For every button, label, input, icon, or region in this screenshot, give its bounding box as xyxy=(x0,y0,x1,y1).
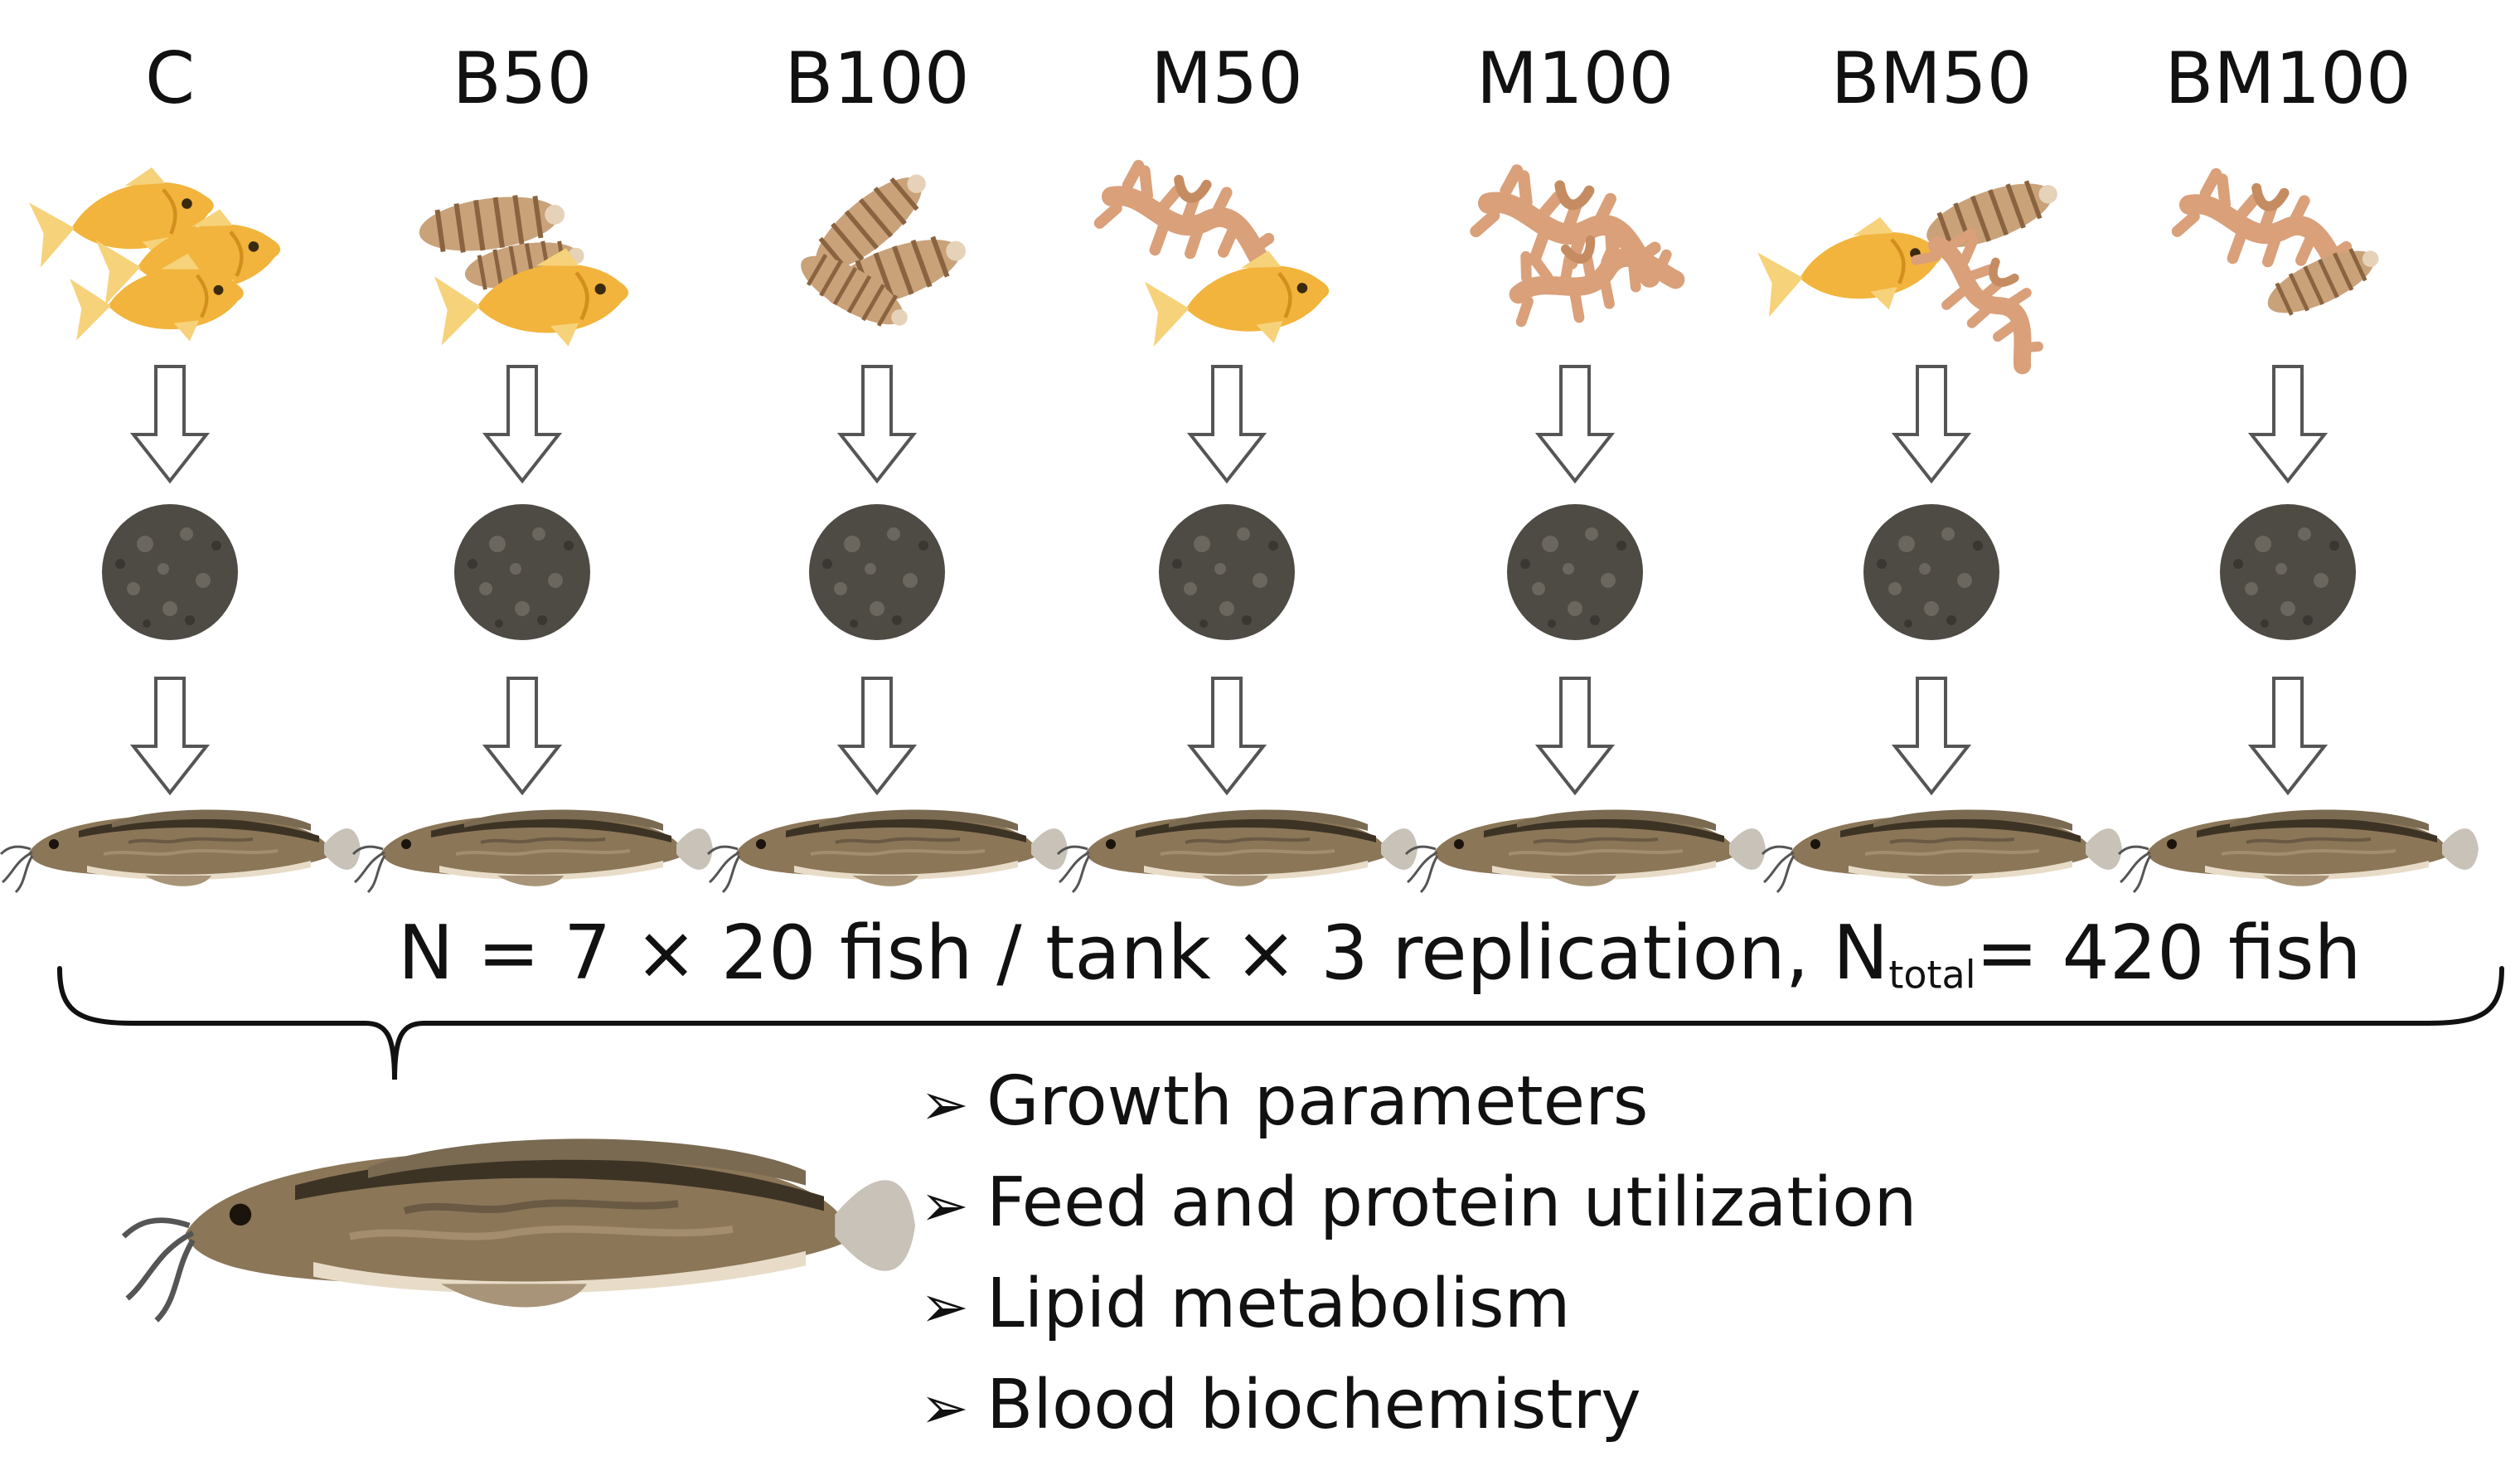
analysis-list: ➢Growth parameters ➢Feed and protein uti… xyxy=(920,1051,1917,1456)
group-label: B100 xyxy=(784,37,970,120)
feed-pellet-icon xyxy=(1863,504,1999,640)
mealworm-ingredient-icon xyxy=(1097,161,1277,269)
feed-pellet-icon xyxy=(809,504,945,640)
formula-suffix: = 420 fish xyxy=(1975,910,2362,997)
arrowhead-bullet-icon: ➢ xyxy=(920,1374,969,1442)
feed-pellet-icon xyxy=(2220,504,2356,640)
group-label: B50 xyxy=(452,37,593,120)
catfish-icon xyxy=(2117,808,2480,894)
fish-ingredient-icon xyxy=(1755,208,1950,331)
arrowhead-bullet-icon: ➢ xyxy=(920,1273,969,1341)
analysis-item-text: Feed and protein utilization xyxy=(986,1163,1917,1242)
analysis-item: ➢Feed and protein utilization xyxy=(920,1153,1917,1254)
down-arrow-icon xyxy=(1189,677,1265,794)
formula-prefix: N = 7 × 20 fish / tank × 3 replication, … xyxy=(398,910,1889,997)
catfish-icon xyxy=(0,808,362,894)
catfish-icon xyxy=(706,808,1069,894)
group-label: M100 xyxy=(1476,37,1674,120)
sample-size-formula: N = 7 × 20 fish / tank × 3 replication, … xyxy=(398,904,2362,1025)
group-label: BM100 xyxy=(2164,37,2411,120)
catfish-row xyxy=(0,808,2480,894)
analysis-item: ➢Blood biochemistry xyxy=(920,1355,1917,1456)
analysis-item: ➢Lipid metabolism xyxy=(920,1254,1917,1355)
arrowhead-bullet-icon: ➢ xyxy=(920,1172,969,1240)
down-arrow-icon xyxy=(132,677,208,794)
pellets-row xyxy=(102,504,2356,640)
down-arrow-icon xyxy=(839,677,915,794)
arrows-row-bottom xyxy=(132,677,2326,794)
fish-ingredient-icon xyxy=(1143,243,1335,360)
feed-pellet-icon xyxy=(102,504,238,640)
down-arrow-icon xyxy=(2250,677,2326,794)
catfish-icon xyxy=(1056,808,1419,894)
analysis-item: ➢Growth parameters xyxy=(920,1051,1917,1153)
catfish-icon xyxy=(1761,808,2124,894)
down-arrow-icon xyxy=(1537,677,1613,794)
group-label: BM50 xyxy=(1830,37,2033,120)
down-arrow-icon xyxy=(2250,365,2326,483)
down-arrow-icon xyxy=(1893,677,1970,794)
down-arrow-icon xyxy=(1537,365,1613,483)
down-arrow-icon xyxy=(1189,365,1265,483)
down-arrow-icon xyxy=(484,677,560,794)
catfish-icon xyxy=(1404,808,1767,894)
arrows-row-top xyxy=(132,365,2326,483)
group-label: M50 xyxy=(1151,37,1303,120)
analysis-item-text: Lipid metabolism xyxy=(986,1265,1571,1343)
analysis-item-text: Blood biochemistry xyxy=(986,1366,1641,1444)
feed-pellet-icon xyxy=(1507,504,1643,640)
feed-pellet-icon xyxy=(454,504,590,640)
down-arrow-icon xyxy=(132,365,208,483)
catfish-icon xyxy=(351,808,715,894)
down-arrow-icon xyxy=(1893,365,1970,483)
formula-subscript: total xyxy=(1888,952,1976,998)
down-arrow-icon xyxy=(484,365,560,483)
large-catfish-illustration xyxy=(124,1138,915,1320)
down-arrow-icon xyxy=(839,365,915,483)
feed-pellet-icon xyxy=(1159,504,1295,640)
ingredients-row xyxy=(27,158,2387,368)
arrowhead-bullet-icon: ➢ xyxy=(920,1070,969,1138)
group-label: C xyxy=(144,37,196,120)
analysis-item-text: Growth parameters xyxy=(986,1062,1649,1141)
grouping-brace xyxy=(57,966,2504,1080)
